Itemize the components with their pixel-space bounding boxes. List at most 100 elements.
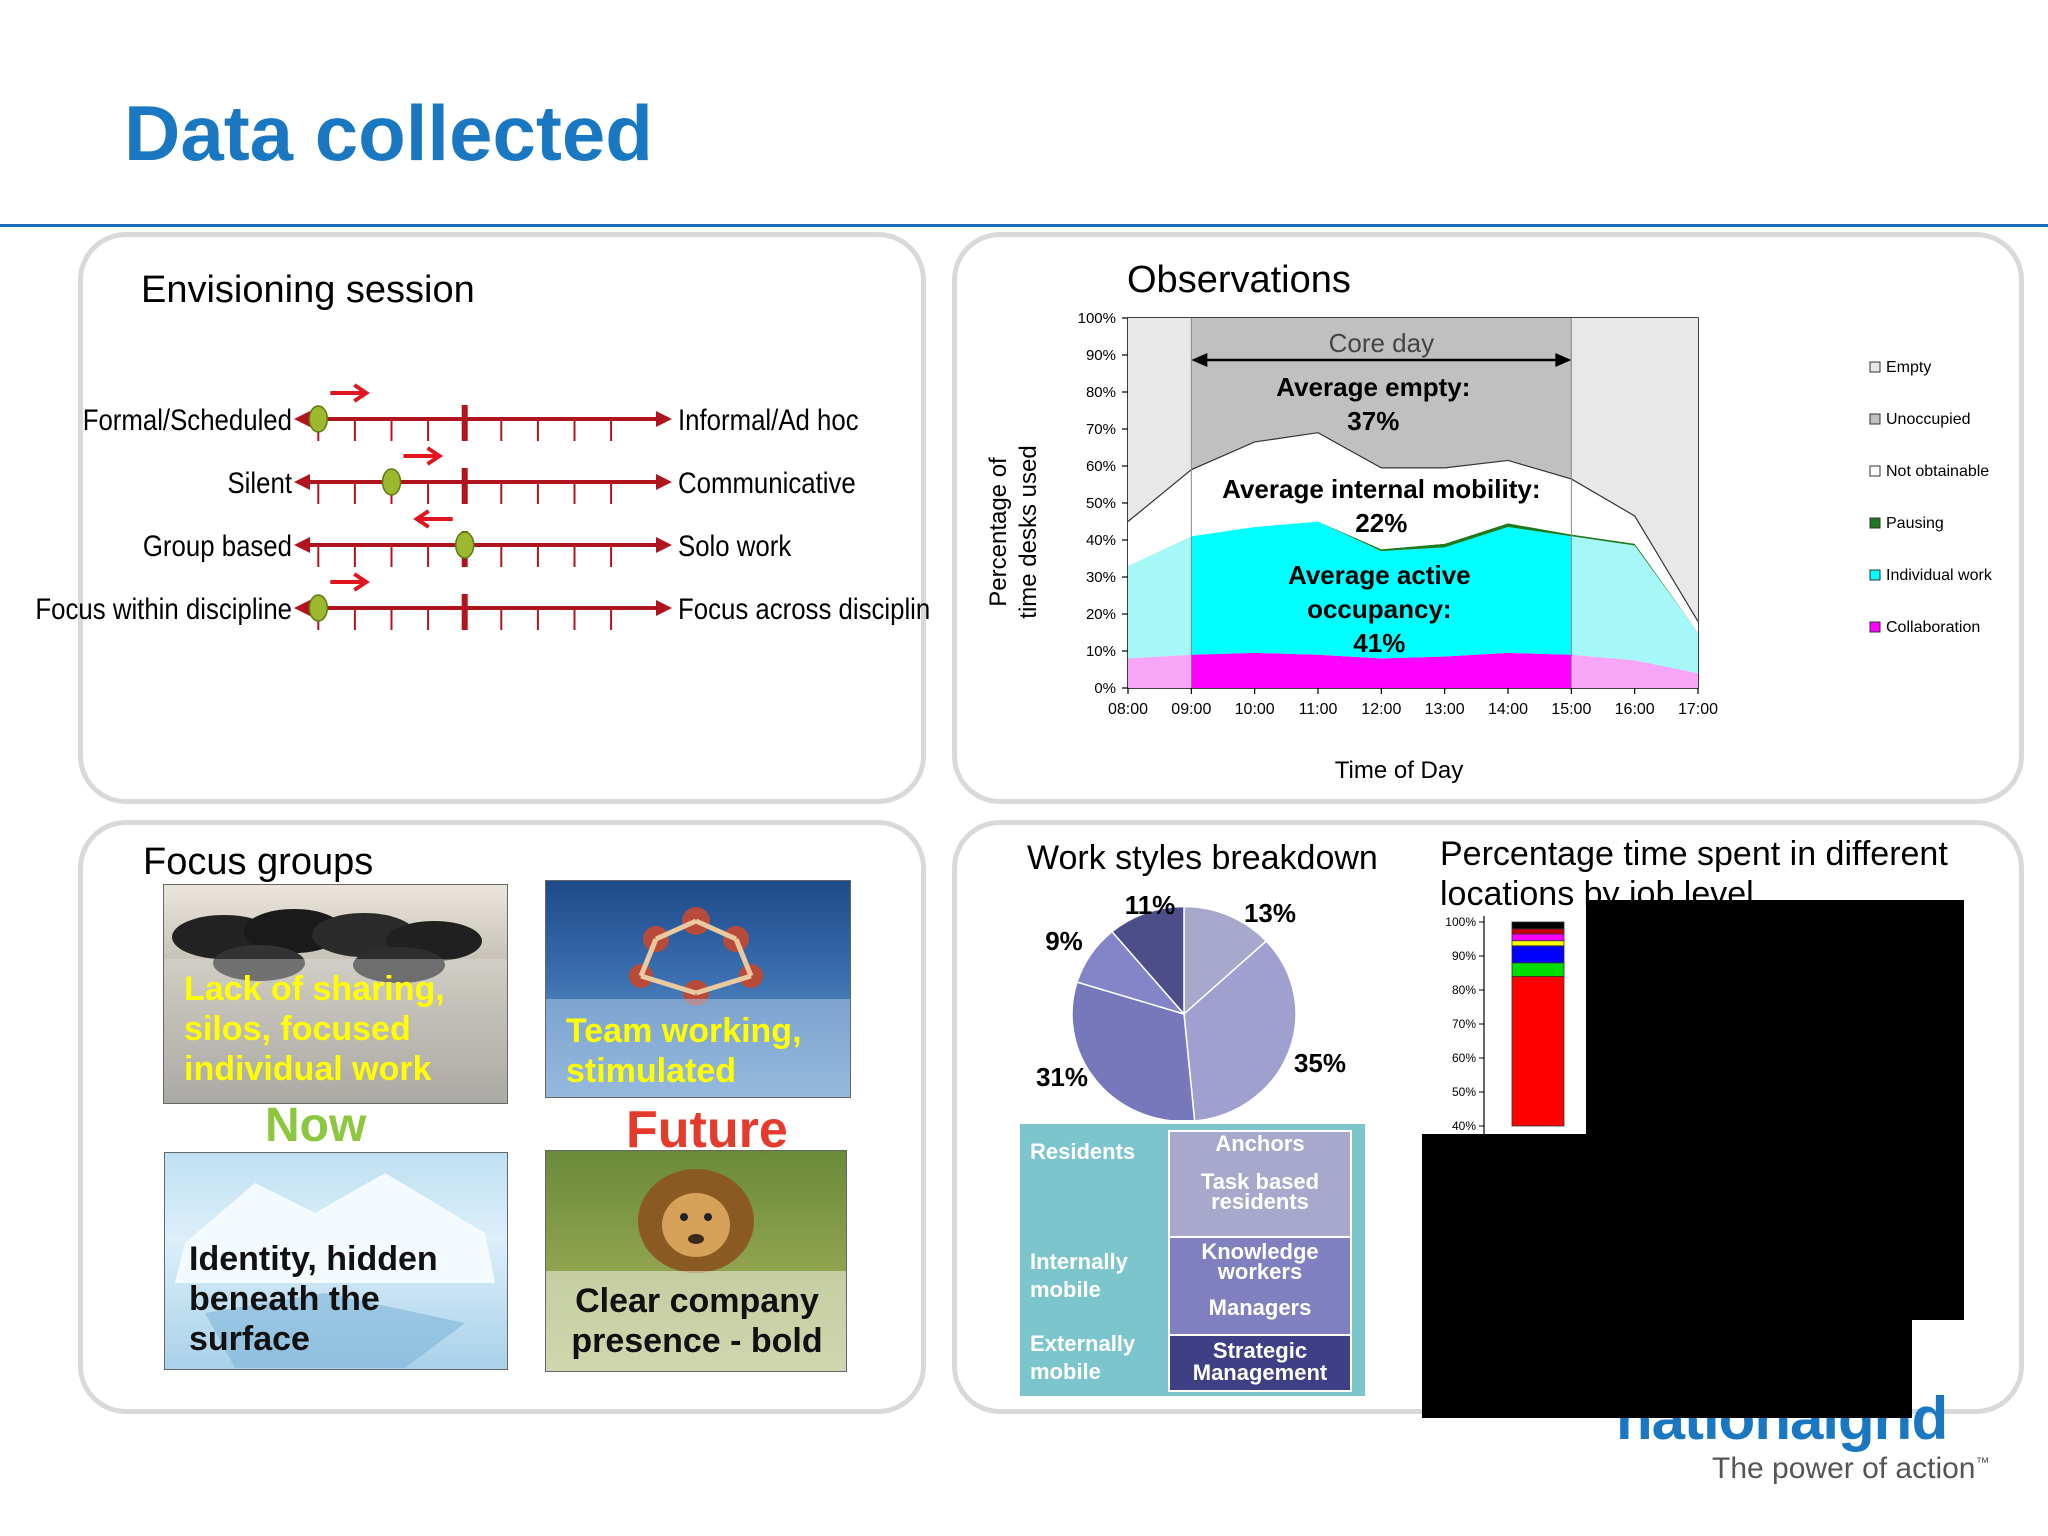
loc-ytick-label-0: 40% bbox=[1452, 1119, 1476, 1133]
now-label: Now bbox=[265, 1099, 367, 1152]
scale-arrow-left-0 bbox=[294, 411, 310, 427]
xtick-label-0: 08:00 bbox=[1108, 701, 1148, 718]
ytick-label-2: 20% bbox=[1086, 606, 1116, 623]
scale-marker-2 bbox=[454, 531, 475, 559]
envisioning-panel: Envisioning session bbox=[78, 232, 926, 804]
scale-shift-arrow-1 bbox=[403, 446, 444, 466]
pie-slice-4 bbox=[1110, 905, 1185, 1016]
ws-strategic-management: Strategic Management bbox=[1192, 1338, 1328, 1385]
umbrellas-graphic bbox=[172, 909, 482, 983]
pie-slice-0 bbox=[1183, 905, 1268, 1016]
area-5-pre bbox=[1128, 318, 1192, 522]
iceberg-graphic bbox=[175, 1173, 495, 1368]
xtick-label-5: 13:00 bbox=[1425, 701, 1465, 718]
future-label: Future bbox=[626, 1101, 788, 1159]
scale-marker-1 bbox=[381, 468, 402, 496]
pie-label-3: 9% bbox=[1045, 926, 1083, 956]
scale-arrow-right-1 bbox=[656, 474, 672, 490]
ws-externally-mobile: Externally mobile bbox=[1030, 1331, 1136, 1384]
redaction-gap bbox=[1916, 1320, 1966, 1390]
loc-ytick-label-4: 80% bbox=[1452, 983, 1476, 997]
title-divider bbox=[0, 224, 2048, 227]
area-1-core bbox=[1191, 521, 1572, 659]
core-day-arrow-left bbox=[1191, 353, 1208, 367]
scale-right-label-2: Solo work bbox=[678, 529, 792, 562]
loc-bar-seg-3 bbox=[1511, 940, 1565, 947]
envisioning-title: Envisioning session bbox=[141, 269, 475, 311]
scale-right-label-0: Informal/Ad hoc bbox=[678, 403, 859, 436]
skydivers-graphic bbox=[629, 907, 763, 1006]
ws-strategic-box bbox=[1168, 1334, 1352, 1392]
ytick-label-10: 100% bbox=[1078, 310, 1116, 327]
xtick-label-4: 12:00 bbox=[1361, 701, 1401, 718]
ws-managers: Managers bbox=[1208, 1295, 1312, 1320]
loc-ytick-label-1: 50% bbox=[1452, 1085, 1476, 1099]
not-obtainable-edge bbox=[1127, 432, 1699, 622]
pie-label-4: 11% bbox=[1125, 890, 1176, 920]
xtick-label-1: 09:00 bbox=[1171, 701, 1211, 718]
legend-swatch-2 bbox=[1869, 465, 1881, 477]
pie-slice-1 bbox=[1183, 940, 1297, 1120]
scale-marker-0 bbox=[308, 405, 329, 433]
loc-ytick-label-6: 100% bbox=[1445, 915, 1476, 929]
loc-bar-seg-5 bbox=[1511, 928, 1565, 935]
ytick-label-9: 90% bbox=[1086, 347, 1116, 364]
xtick-label-2: 10:00 bbox=[1235, 701, 1275, 718]
legend-swatch-0 bbox=[1869, 361, 1881, 373]
scale-right-label-3: Focus across discipline bbox=[678, 592, 930, 625]
ytick-label-6: 60% bbox=[1086, 458, 1116, 475]
xtick-label-8: 16:00 bbox=[1615, 701, 1655, 718]
area-5-post bbox=[1571, 318, 1698, 622]
workstyles-matrix: Residents Internally mobile Externally m… bbox=[1020, 1124, 1365, 1396]
focus-groups-title: Focus groups bbox=[143, 841, 374, 883]
lion-graphic bbox=[638, 1169, 754, 1273]
caption-lack-of-sharing: Lack of sharing, silos, focused individu… bbox=[184, 970, 445, 1088]
caption-clear-presence: Clear company presence - bold bbox=[571, 1282, 823, 1360]
pie-label-1: 35% bbox=[1294, 1048, 1346, 1078]
umbrellas-photo: Lack of sharing, silos, focused individu… bbox=[163, 884, 508, 1104]
legend-swatch-5 bbox=[1869, 621, 1881, 633]
scale-arrow-left-3 bbox=[294, 600, 310, 616]
locations-chart: 40%50%60%70%80%90%100% bbox=[1445, 915, 1565, 1140]
core-day-arrow-right bbox=[1555, 353, 1572, 367]
legend-label-0: Empty bbox=[1886, 359, 1931, 376]
scale-marker-3 bbox=[308, 594, 329, 622]
xtick-label-3: 11:00 bbox=[1299, 701, 1338, 718]
locations-title: Percentage time spent in different locat… bbox=[1440, 835, 1948, 913]
legend-label-2: Not obtainable bbox=[1886, 463, 1989, 480]
area-0-pre bbox=[1128, 654, 1192, 688]
ws-task-based: Task based residents bbox=[1200, 1169, 1320, 1214]
legend-label-5: Collaboration bbox=[1886, 619, 1980, 636]
scale-left-label-3: Focus within discipline bbox=[35, 592, 292, 625]
area-0-core bbox=[1191, 652, 1572, 688]
ann-mobility-2: 22% bbox=[1355, 508, 1407, 538]
scale-arrow-right-3 bbox=[656, 600, 672, 616]
observations-title: Observations bbox=[1127, 259, 1351, 301]
ytick-label-3: 30% bbox=[1086, 569, 1116, 586]
ws-anchors: Anchors bbox=[1215, 1131, 1305, 1156]
loc-bar-seg-2 bbox=[1511, 945, 1565, 964]
pie-slice-2 bbox=[1071, 981, 1196, 1120]
y-axis-label-2: time desks used bbox=[1015, 445, 1042, 618]
area-1-pre bbox=[1128, 536, 1192, 659]
ytick-label-7: 70% bbox=[1086, 421, 1116, 438]
legend-label-1: Unoccupied bbox=[1886, 411, 1971, 428]
brand-tm: ™ bbox=[1975, 1454, 1990, 1470]
legend-swatch-4 bbox=[1869, 569, 1881, 581]
scale-shift-arrow-0 bbox=[330, 383, 370, 403]
ann-mobility-1: Average internal mobility: bbox=[1222, 474, 1540, 504]
loc-bar-seg-0 bbox=[1511, 976, 1565, 1127]
ws-knowledge-workers: Knowledge workers bbox=[1201, 1239, 1319, 1284]
brand-tagline: The power of action™ bbox=[1712, 1452, 1989, 1486]
scale-arrow-right-0 bbox=[656, 411, 672, 427]
loc-bar-seg-6 bbox=[1511, 921, 1565, 930]
loc-ytick-label-2: 60% bbox=[1452, 1051, 1476, 1065]
legend-swatch-1 bbox=[1869, 413, 1881, 425]
lion-photo: Clear company presence - bold bbox=[545, 1150, 847, 1372]
scale-shift-arrow-2 bbox=[413, 509, 453, 529]
ytick-label-4: 40% bbox=[1086, 532, 1116, 549]
ytick-label-8: 80% bbox=[1086, 384, 1116, 401]
ytick-label-0: 0% bbox=[1094, 680, 1116, 697]
scale-right-label-1: Communicative bbox=[678, 466, 856, 499]
ytick-label-1: 10% bbox=[1086, 643, 1116, 660]
